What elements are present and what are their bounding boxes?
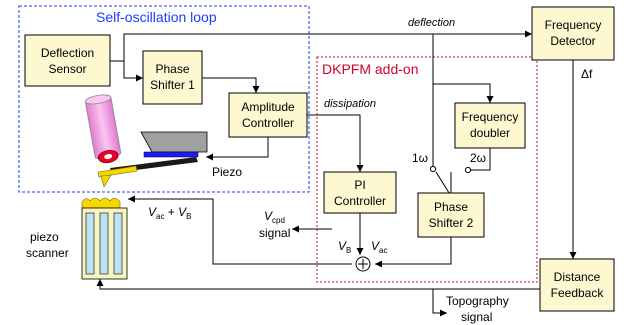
dkpfm-title: DKPFM add-on [322, 61, 418, 77]
distance-feedback-block: Distance Feedback [539, 258, 615, 312]
svg-text:Shifter 1: Shifter 1 [150, 78, 195, 92]
svg-text:Shifter 2: Shifter 2 [429, 216, 474, 230]
one-omega-label: 1ω [412, 151, 428, 165]
svg-text:Phase: Phase [434, 200, 468, 214]
frequency-detector-block: Frequency Detector [531, 6, 615, 61]
phase-shifter-1-block: Phase Shifter 1 [142, 50, 203, 105]
vcpd-label: Vcpd [264, 209, 285, 225]
svg-text:Sensor: Sensor [48, 62, 86, 76]
self-oscillation-region [18, 5, 310, 193]
svg-text:Frequency: Frequency [462, 110, 519, 124]
piezo-scanner-icon [81, 197, 128, 280]
switch-contact-1w [429, 165, 437, 173]
svg-text:PI: PI [354, 178, 365, 192]
svg-text:Feedback: Feedback [551, 286, 605, 300]
svg-text:Amplitude: Amplitude [241, 100, 295, 114]
vb-label: VB [338, 239, 351, 255]
amplitude-controller-block: Amplitude Controller [228, 92, 308, 138]
svg-text:Phase: Phase [155, 62, 189, 76]
two-omega-label: 2ω [470, 151, 486, 165]
cantilever-tip-icon [97, 165, 138, 188]
svg-text:Detector: Detector [550, 34, 595, 48]
deflection-sensor-block: Deflection Sensor [24, 34, 111, 87]
svg-text:Distance: Distance [554, 270, 601, 284]
connection-lines [96, 30, 577, 317]
cantilever-holder-icon [110, 131, 208, 173]
vcpd-signal-label: signal [259, 226, 290, 240]
piezo-scanner-label-1: piezo [30, 230, 59, 244]
self-oscillation-title: Self-oscillation loop [96, 9, 217, 25]
piezo-scanner-label-2: scanner [26, 246, 69, 260]
topography-label-2: signal [461, 310, 492, 324]
dissipation-label: dissipation [324, 98, 376, 110]
svg-text:Controller: Controller [242, 116, 294, 130]
svg-text:Frequency: Frequency [545, 18, 602, 32]
svg-text:Controller: Controller [334, 194, 386, 208]
phase-shifter-2-block: Phase Shifter 2 [417, 192, 485, 238]
frequency-doubler-block: Frequency doubler [454, 102, 526, 149]
pi-controller-block: PI Controller [323, 171, 397, 214]
delta-f-label: Δf [581, 67, 593, 81]
vac-label: Vac [371, 239, 387, 255]
laser-tube-icon [84, 94, 122, 164]
deflection-label: deflection [408, 17, 455, 29]
switch-contact-2w [464, 166, 472, 174]
svg-text:Deflection: Deflection [41, 46, 94, 60]
topography-label-1: Topography [446, 294, 509, 308]
summing-junction [355, 256, 371, 272]
vac-plus-vb-label: Vac + VB [148, 205, 192, 221]
svg-text:doubler: doubler [470, 126, 510, 140]
dkpfm-region [316, 56, 538, 283]
piezo-label: Piezo [212, 165, 242, 179]
